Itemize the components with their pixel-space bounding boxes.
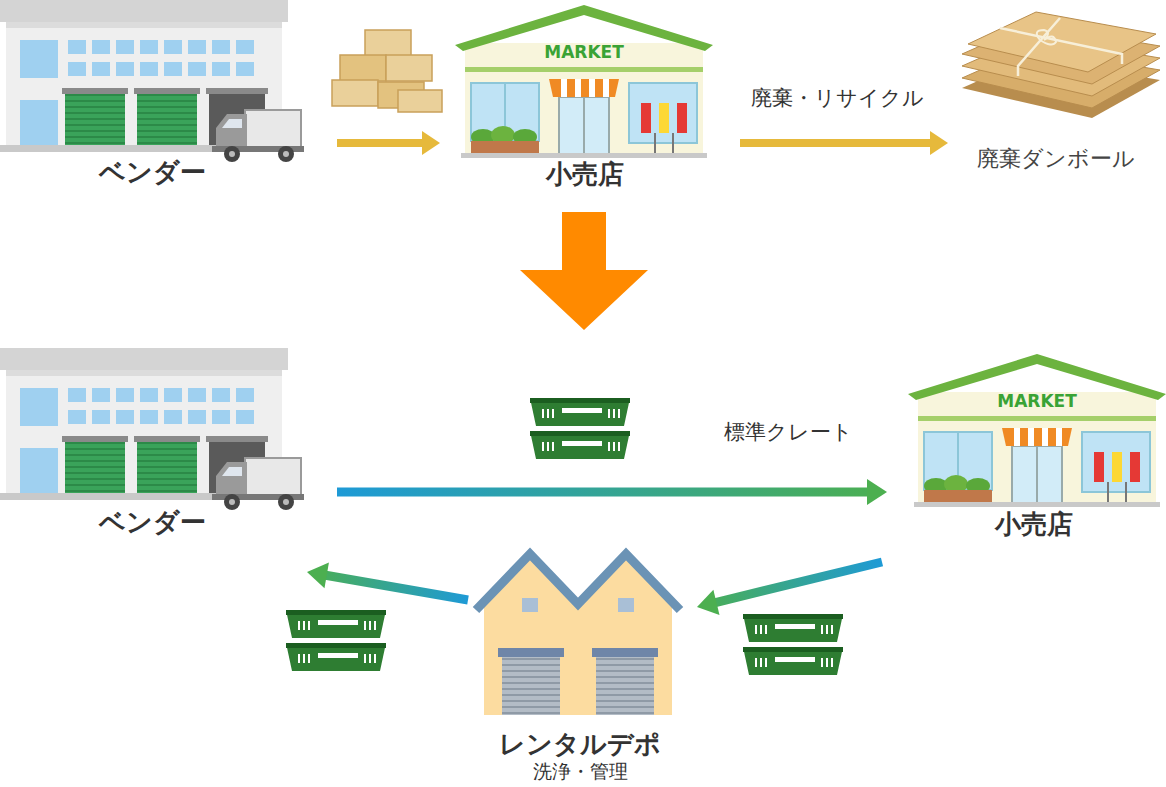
store-node: 小売店 — [455, 0, 715, 194]
arrow-shaft — [337, 139, 423, 147]
flow-arrow — [337, 479, 887, 505]
vendor-illustration — [0, 348, 304, 510]
cardboard-node: 廃棄ダンボール — [950, 0, 1162, 176]
edge-label: 標準クレート — [722, 420, 855, 445]
node-title: 廃棄ダンボール — [977, 146, 1135, 172]
arrow-shaft — [740, 139, 931, 147]
vendor-node: ベンダー — [2, 0, 302, 192]
node-title: 小売店 — [546, 159, 624, 190]
node-subtitle: 洗浄・管理 — [533, 760, 628, 783]
crate-icon — [743, 614, 843, 675]
arrow-head — [867, 479, 887, 505]
flow-arrow — [740, 131, 948, 155]
vendor-node: ベンダー — [2, 348, 302, 542]
flow-arrow — [307, 563, 468, 600]
node-title: レンタルデポ — [499, 729, 661, 760]
store-node: 小売店 — [904, 350, 1164, 544]
flow-arrow — [337, 131, 440, 155]
node-title: 小売店 — [995, 509, 1073, 540]
arrow-head — [697, 590, 720, 615]
node-title: ベンダー — [99, 157, 206, 188]
arrow-shaft — [326, 575, 468, 600]
arrow-head — [307, 563, 329, 589]
sign-text: MARKET — [997, 391, 1077, 411]
node-title: ベンダー — [99, 507, 206, 538]
arrow-head — [422, 131, 440, 155]
store-illustration — [455, 5, 713, 158]
flow-arrow — [697, 562, 882, 615]
box-stack — [332, 30, 442, 112]
arrow-head — [930, 131, 948, 155]
crate-icon — [530, 398, 630, 459]
vendor-illustration — [0, 0, 304, 162]
store-illustration — [908, 354, 1166, 507]
depot-illustration — [476, 554, 680, 715]
edge-label: 廃棄・リサイクル — [749, 86, 926, 111]
arrow-shaft — [337, 488, 868, 497]
transition-arrow — [520, 212, 648, 330]
sign-text: MARKET — [544, 42, 624, 62]
arrow-shaft — [715, 562, 882, 603]
crate-icon — [286, 610, 386, 671]
depot-node: レンタルデポ洗浄・管理 — [465, 540, 695, 785]
cardboard-pile — [962, 12, 1160, 118]
